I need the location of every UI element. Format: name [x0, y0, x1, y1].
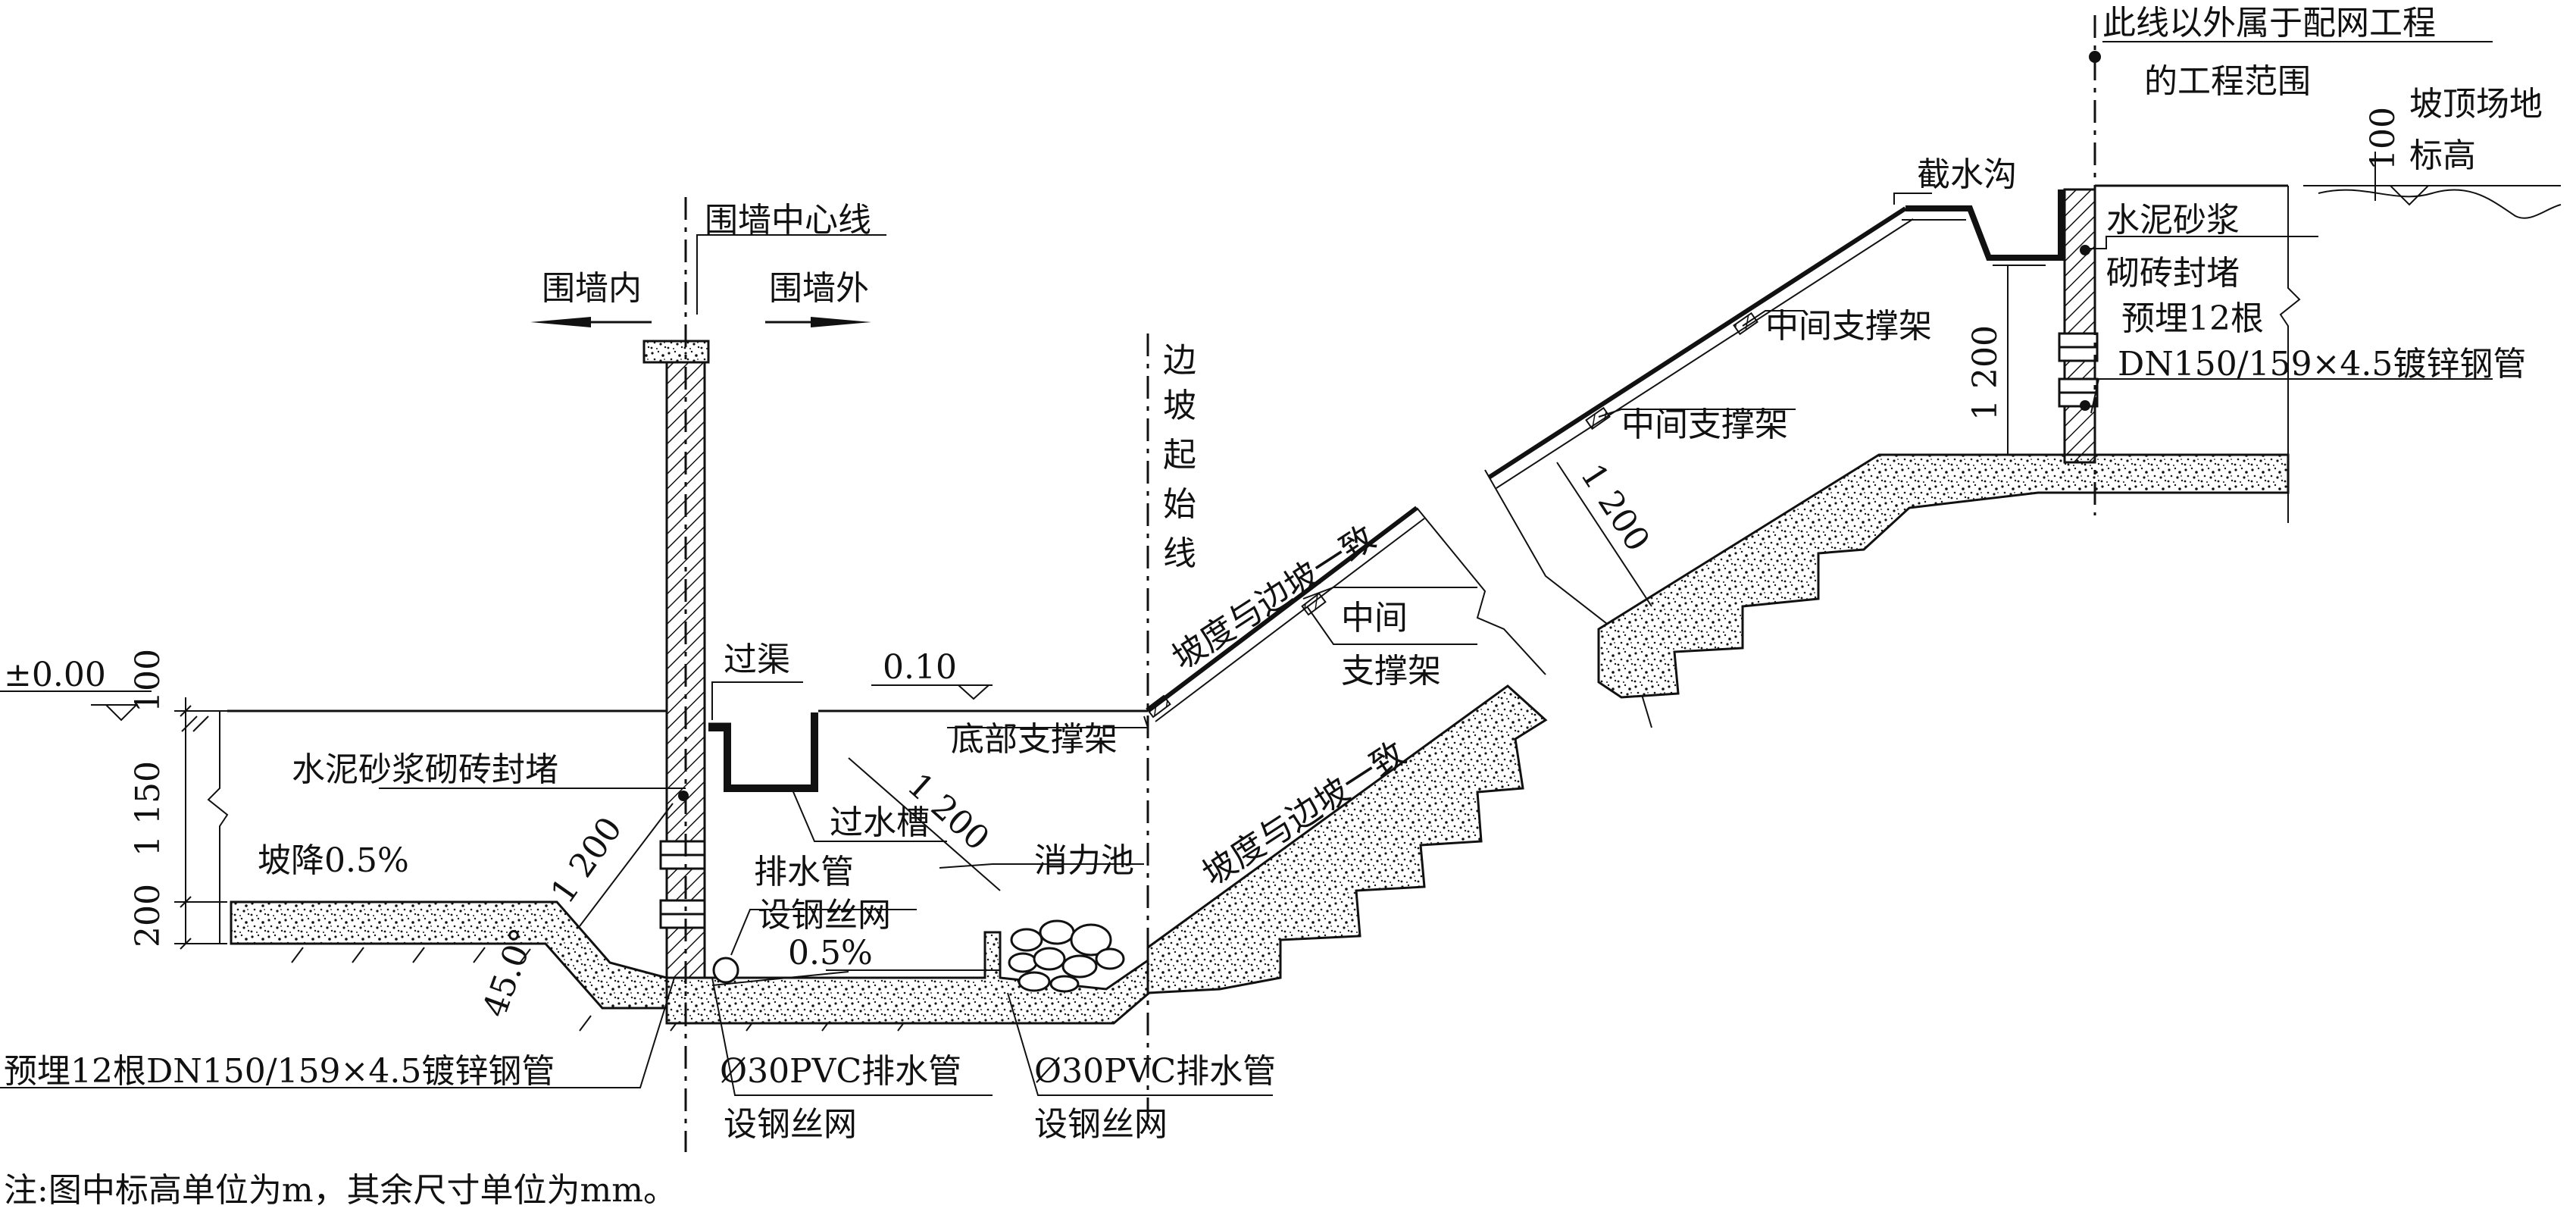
label-slope-top-2: 标高 — [2409, 136, 2476, 175]
label-slope-start-4: 线 — [1163, 534, 1196, 573]
label-slope-start-1: 坡 — [1163, 387, 1196, 425]
label-dim-100-right: 100 — [2364, 107, 2402, 171]
label-elev-zero: ±0.00 — [4, 656, 106, 694]
label-pvc-left-2: 设钢丝网 — [724, 1105, 857, 1144]
label-cross-channel: 过渠 — [724, 640, 790, 679]
label-slope-down: 坡降0.5% — [258, 841, 409, 880]
embedded-pipes-left — [659, 840, 706, 929]
label-steel-mesh: 设钢丝网 — [758, 896, 891, 935]
intercept-ditch — [1905, 189, 2064, 261]
embedded-pipes-right — [2058, 332, 2099, 408]
label-mid-support-1: 中间支撑架 — [1765, 307, 1932, 346]
label-elev-010: 0.10 — [883, 648, 957, 687]
slope-concrete-lower — [1146, 684, 1548, 994]
seal-dot-left — [678, 791, 689, 801]
label-slope-start-2: 起 — [1163, 436, 1196, 474]
label-embed-left: 预埋12根DN150/159×4.5镀锌钢管 — [4, 1052, 555, 1091]
leader-lines — [0, 193, 2493, 1096]
label-bottom-support: 底部支撑架 — [951, 720, 1118, 759]
label-slope-top-1: 坡顶场地 — [2409, 85, 2543, 124]
label-embed-right-2: DN150/159×4.5镀锌钢管 — [2118, 345, 2526, 384]
label-dim-1200-right: 1 200 — [1966, 325, 2005, 421]
channel-floor-slab — [665, 931, 1168, 1025]
label-boundary-note-1: 此线以外属于配网工程 — [2102, 4, 2436, 42]
label-boundary-note-2: 的工程范围 — [2144, 62, 2311, 101]
label-note: 注:图中标高单位为m，其余尺寸单位为mm。 — [4, 1171, 677, 1210]
label-drain-pipe: 排水管 — [754, 853, 854, 891]
label-dim-1150: 1 150 — [129, 761, 167, 856]
cross-channel-trough — [708, 712, 818, 792]
label-pvc-right-2: 设钢丝网 — [1034, 1105, 1168, 1144]
break-line-left — [207, 711, 229, 944]
label-stilling-pool: 消力池 — [1034, 841, 1134, 880]
label-inside-wall: 围墙内 — [542, 269, 642, 308]
cable-tray-upper — [1487, 206, 1907, 480]
label-wall-centerline: 围墙中心线 — [705, 201, 871, 240]
slope-concrete-upper — [1597, 453, 2290, 699]
label-cement-seal-right-1: 水泥砂浆 — [2106, 201, 2240, 240]
label-mid-support-2: 中间支撑架 — [1621, 406, 1788, 444]
cable-tray-lower — [1146, 506, 1418, 713]
label-outside-wall: 围墙外 — [769, 269, 869, 308]
label-cross-trough: 过水槽 — [830, 803, 930, 842]
left-dimensions — [174, 697, 227, 950]
label-dim-200: 200 — [129, 884, 167, 947]
label-embed-right-1: 预埋12根 — [2121, 299, 2264, 338]
bottom-slab-left — [230, 900, 668, 1010]
wall-cap — [642, 340, 710, 364]
label-dim-1200-left: 1 200 — [543, 810, 630, 910]
label-pct: 0.5% — [788, 934, 873, 972]
stilling-pool-stones — [1008, 919, 1125, 993]
label-slope-start-3: 始 — [1163, 485, 1196, 524]
label-cement-seal-right-2: 砌砖封堵 — [2106, 254, 2240, 293]
label-dim-1200-slope: 1 200 — [1573, 457, 1657, 558]
label-pvc-right-1: Ø30PVC排水管 — [1034, 1052, 1276, 1091]
label-dim-100-left: 100 — [129, 649, 167, 712]
drain-pipe-icon — [712, 957, 739, 984]
boundary-wall-right — [2063, 188, 2096, 464]
label-slope-start-0: 边 — [1163, 341, 1196, 380]
label-intercept-ditch: 截水沟 — [1917, 155, 2017, 194]
ground-surface — [181, 709, 1148, 732]
label-mid-support-3a: 中间 — [1341, 599, 1408, 637]
label-pvc-left-1: Ø30PVC排水管 — [720, 1052, 961, 1091]
label-cement-seal-left: 水泥砂浆砌砖封堵 — [292, 750, 558, 789]
label-mid-support-3b: 支撑架 — [1341, 652, 1441, 690]
break-line-middle-1 — [1416, 507, 1546, 675]
